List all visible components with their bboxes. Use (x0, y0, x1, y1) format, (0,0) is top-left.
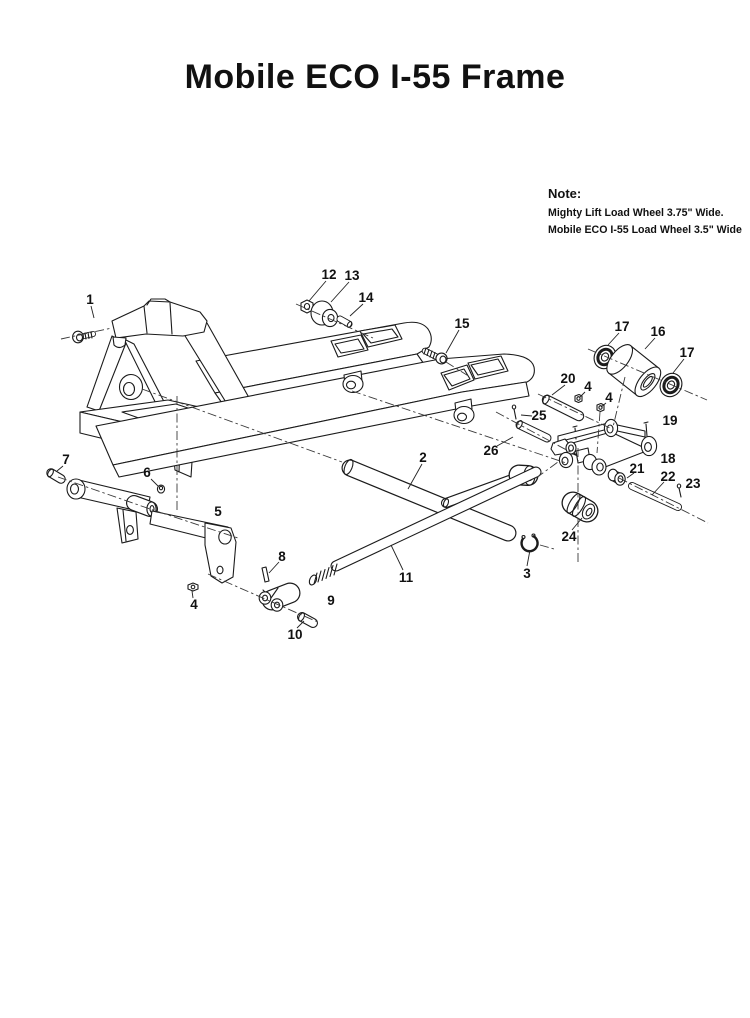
part-label-7: 7 (62, 452, 70, 467)
part-label-24: 24 (561, 529, 577, 544)
circlip-3 (520, 533, 539, 553)
leader-line-11 (390, 544, 404, 571)
leader-line-14 (349, 303, 364, 317)
spring-9 (308, 563, 338, 586)
part-label-26: 26 (483, 443, 499, 458)
leader-line-12 (308, 280, 327, 302)
leader-line-16 (644, 337, 656, 350)
page-title: Mobile ECO I-55 Frame (184, 58, 566, 96)
leader-line-10 (296, 620, 305, 629)
part-label-3: 3 (523, 566, 531, 581)
leader-line-2 (407, 463, 423, 490)
part-label-6: 6 (143, 465, 151, 480)
leader-line-7 (56, 465, 64, 472)
part-label-19: 19 (662, 413, 677, 428)
pin-10 (297, 612, 318, 628)
leader-line-15 (445, 329, 460, 354)
leader-line-26 (496, 436, 514, 447)
part-label-5: 5 (214, 504, 222, 519)
clevis-9 (258, 582, 301, 612)
fork-rear (195, 321, 432, 404)
link-rod-eye (441, 464, 539, 508)
part-label-4: 4 (584, 379, 592, 394)
part-label-21: 21 (629, 461, 645, 476)
part-label-4: 4 (605, 390, 613, 405)
part-label-25: 25 (531, 408, 547, 423)
note-heading: Note: (548, 186, 582, 201)
rod-11 (330, 466, 542, 572)
leader-line-20 (551, 384, 566, 396)
bolt-15 (421, 347, 448, 365)
note-line-1: Mighty Lift Load Wheel 3.75" Wide. (548, 207, 724, 219)
part-label-20: 20 (560, 371, 575, 386)
push-rod-2 (341, 458, 517, 542)
part-label-10: 10 (287, 627, 302, 642)
part-label-8: 8 (278, 549, 286, 564)
part-label-17: 17 (679, 345, 694, 360)
part-label-11: 11 (399, 570, 414, 585)
note-line-2: Mobile ECO I-55 Load Wheel 3.5" Wide (548, 224, 742, 236)
part-label-22: 22 (660, 469, 675, 484)
centerlines (57, 303, 709, 624)
load-wheel-assembly (593, 344, 683, 398)
fork-front (95, 353, 535, 478)
part-label-14: 14 (358, 290, 374, 305)
leader-line-25 (520, 414, 533, 417)
leader-line-4 (600, 402, 607, 408)
leader-line-4 (191, 590, 194, 599)
pin-8 (261, 566, 270, 583)
part-label-1: 1 (86, 292, 94, 307)
leader-line-8 (268, 561, 280, 574)
leader-line-22 (651, 481, 665, 496)
leader-line-13 (330, 281, 350, 303)
entry-roller-set (300, 299, 353, 328)
fork-roller (342, 370, 364, 394)
part-label-2: 2 (419, 450, 427, 465)
leader-line-3 (526, 549, 531, 567)
leader-line-17 (607, 332, 620, 346)
rocker-assembly (511, 393, 682, 523)
part-label-4: 4 (190, 597, 198, 612)
part-label-16: 16 (650, 324, 666, 339)
part-label-13: 13 (344, 268, 360, 283)
leader-line-4 (579, 391, 586, 398)
leader-line-1 (90, 305, 95, 319)
callout-leaders (56, 280, 685, 629)
part-label-23: 23 (685, 476, 701, 491)
lever-5 (46, 468, 237, 592)
part-label-17: 17 (614, 319, 629, 334)
leader-line-21 (626, 472, 635, 479)
part-label-12: 12 (321, 267, 336, 282)
leader-line-17 (672, 358, 685, 374)
bolt-1 (72, 330, 96, 344)
part-label-9: 9 (327, 593, 335, 608)
part-label-15: 15 (454, 316, 470, 331)
note-block: Note: Mighty Lift Load Wheel 3.75" Wide.… (548, 186, 742, 239)
part-label-18: 18 (660, 451, 676, 466)
leader-line-24 (571, 517, 583, 531)
leader-line-6 (150, 478, 159, 487)
